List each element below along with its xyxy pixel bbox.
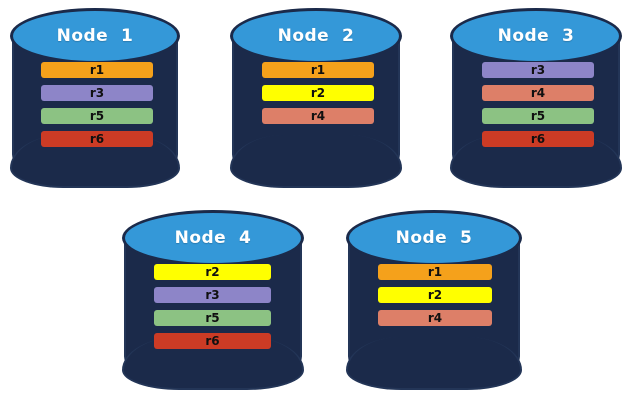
replica-label: r4 <box>427 311 443 325</box>
replica-label: r3 <box>530 63 546 77</box>
node-title: Node 3 <box>497 26 575 46</box>
replica-bar[interactable]: r4 <box>262 108 374 124</box>
replica-bar[interactable]: r2 <box>378 287 492 303</box>
replica-label: r3 <box>89 86 105 100</box>
replica-bar[interactable]: r2 <box>154 264 271 280</box>
replica-label: r5 <box>205 311 220 325</box>
replica-bar[interactable]: r1 <box>378 264 492 280</box>
replica-bar[interactable]: r3 <box>154 287 271 303</box>
replica-label: r6 <box>205 334 220 348</box>
replica-label: r3 <box>205 288 220 302</box>
replica-label: r2 <box>205 265 220 279</box>
replica-label: r4 <box>530 86 546 100</box>
node-title: Node 4 <box>174 228 252 248</box>
replica-list: r3 r4 r5 r6 <box>482 62 594 147</box>
replica-bar[interactable]: r1 <box>41 62 153 78</box>
replica-label: r5 <box>530 109 546 123</box>
replica-bar[interactable]: r5 <box>154 310 271 326</box>
node-title: Node 1 <box>56 26 134 46</box>
replica-label: r1 <box>310 63 326 77</box>
replica-label: r1 <box>427 265 443 279</box>
replica-bar[interactable]: r5 <box>482 108 594 124</box>
replica-bar[interactable]: r6 <box>154 333 271 349</box>
replica-bar[interactable]: r5 <box>41 108 153 124</box>
replica-list: r1 r2 r4 <box>378 264 492 326</box>
replica-label: r5 <box>89 109 105 123</box>
replica-bar[interactable]: r6 <box>41 131 153 147</box>
replica-bar[interactable]: r4 <box>482 85 594 101</box>
cylinder-top-disc: Node 2 <box>230 8 402 64</box>
cylinder-top-disc: Node 4 <box>122 210 304 266</box>
replica-bar[interactable]: r2 <box>262 85 374 101</box>
replica-bar[interactable]: r3 <box>482 62 594 78</box>
cylinder-top-disc: Node 3 <box>450 8 622 64</box>
replica-bar[interactable]: r3 <box>41 85 153 101</box>
replica-bar[interactable]: r1 <box>262 62 374 78</box>
database-node-4[interactable]: Node 4 r2 r3 r5 r6 <box>122 210 304 390</box>
replica-list: r2 r3 r5 r6 <box>154 264 271 349</box>
database-node-3[interactable]: Node 3 r3 r4 r5 r6 <box>450 8 622 188</box>
cylinder-top-disc: Node 1 <box>10 8 180 64</box>
replica-list: r1 r3 r5 r6 <box>41 62 153 147</box>
replica-label: r6 <box>89 132 105 146</box>
database-node-2[interactable]: Node 2 r1 r2 r4 <box>230 8 402 188</box>
replica-label: r4 <box>310 109 326 123</box>
cylinder-top-disc: Node 5 <box>346 210 522 266</box>
database-node-1[interactable]: Node 1 r1 r3 r5 r6 <box>10 8 180 188</box>
replica-bar[interactable]: r6 <box>482 131 594 147</box>
replica-bar[interactable]: r4 <box>378 310 492 326</box>
replica-label: r1 <box>89 63 105 77</box>
node-title: Node 2 <box>277 26 355 46</box>
node-title: Node 5 <box>395 228 473 248</box>
replica-list: r1 r2 r4 <box>262 62 374 124</box>
replica-label: r2 <box>427 288 443 302</box>
replica-label: r2 <box>310 86 326 100</box>
replica-label: r6 <box>530 132 546 146</box>
database-node-5[interactable]: Node 5 r1 r2 r4 <box>346 210 522 390</box>
